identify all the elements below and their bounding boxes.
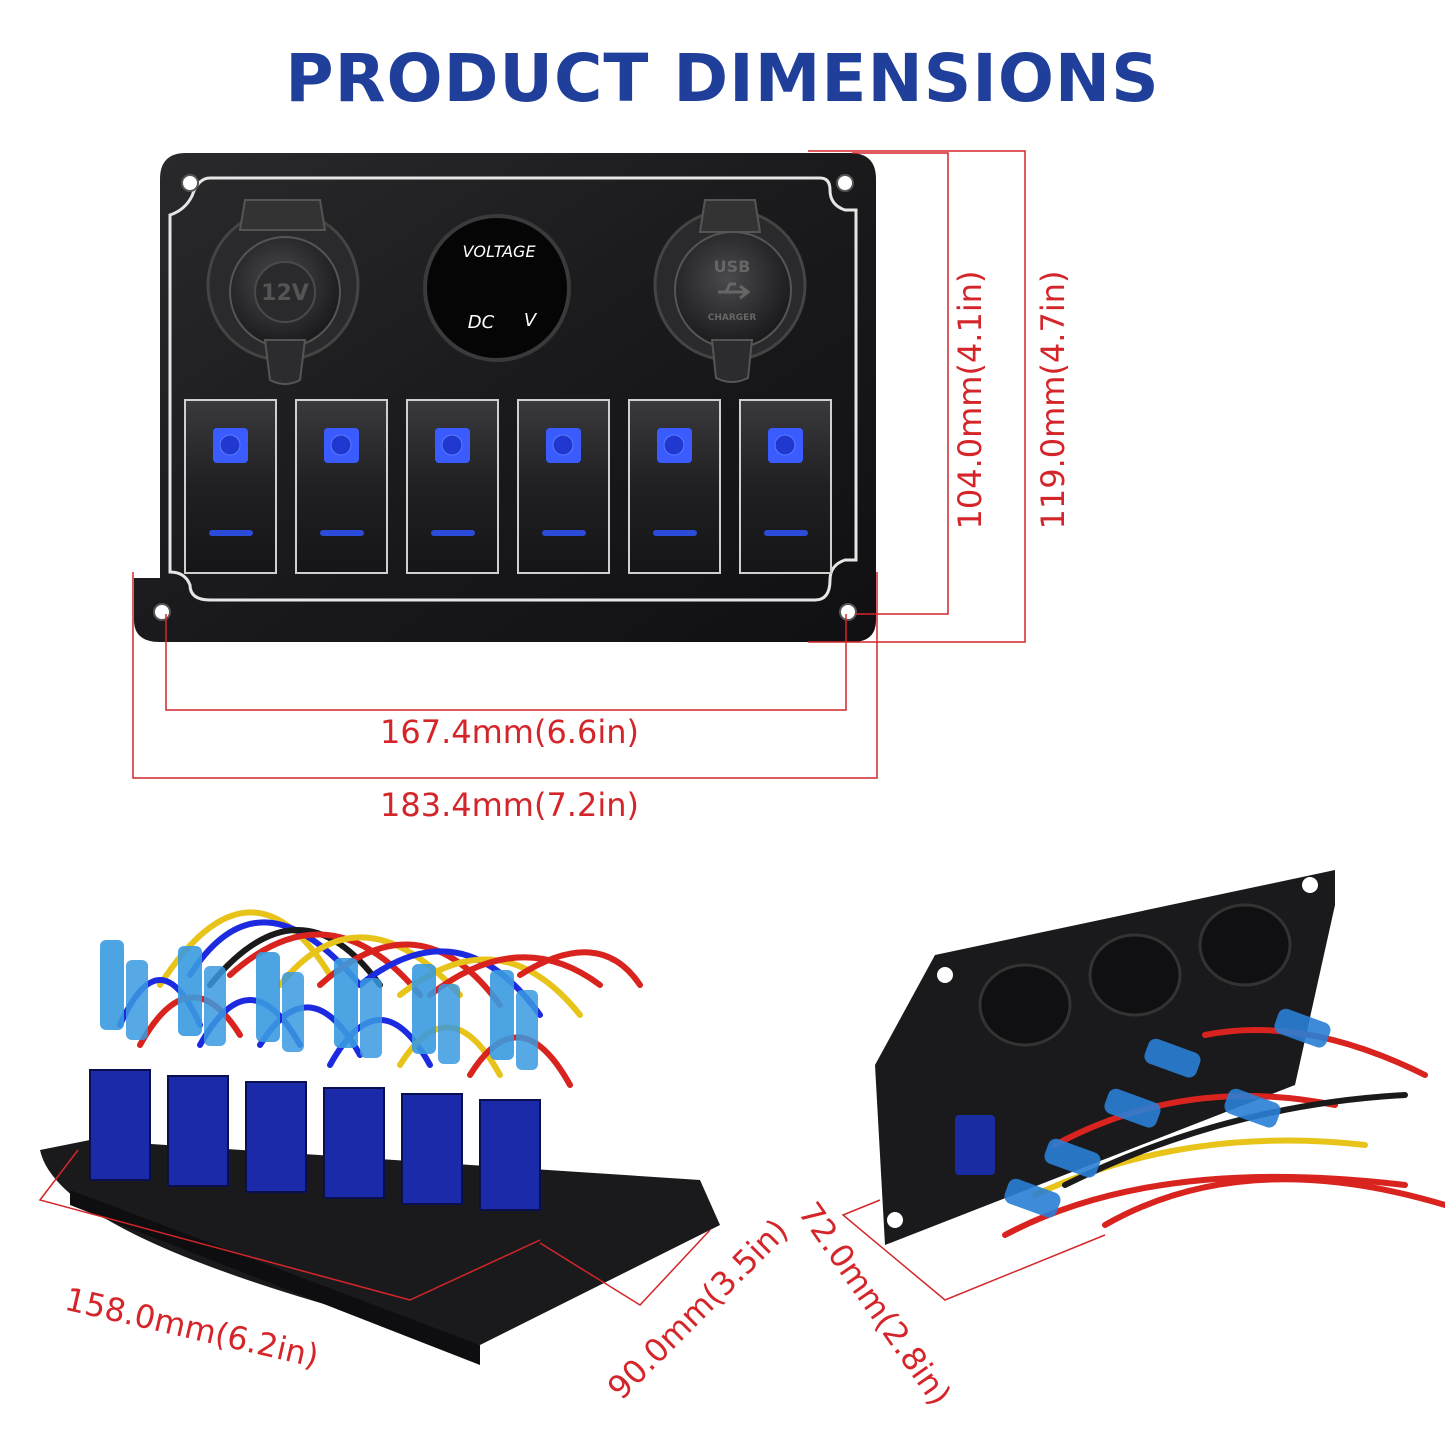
switch-body bbox=[167, 1075, 229, 1187]
rocker-switch bbox=[739, 399, 832, 574]
blue-terminal bbox=[256, 952, 280, 1042]
rocker-switch bbox=[295, 399, 388, 574]
panel-inner-border bbox=[168, 176, 858, 602]
switch-body bbox=[401, 1093, 463, 1205]
hole-height-label: 104.0mm(4.1in) bbox=[951, 270, 989, 530]
switch-body bbox=[245, 1081, 307, 1193]
rocker-switch bbox=[628, 399, 721, 574]
blue-terminal bbox=[334, 958, 358, 1048]
rocker-switch bbox=[406, 399, 499, 574]
voltmeter-display: VOLTAGE DC V bbox=[423, 214, 571, 362]
rocker-switch bbox=[184, 399, 277, 574]
usb-sub-label: CHARGER bbox=[708, 313, 757, 323]
switch-body bbox=[479, 1099, 541, 1211]
dimension-line-row-length bbox=[38, 1149, 541, 1301]
blue-terminal bbox=[126, 960, 148, 1040]
switch-indicator bbox=[542, 530, 586, 536]
total-height-label: 119.0mm(4.7in) bbox=[1034, 270, 1072, 530]
blue-terminal bbox=[360, 978, 382, 1058]
blue-terminal bbox=[516, 990, 538, 1070]
blue-terminal bbox=[204, 966, 226, 1046]
front-panel-diagram: 12V VOLTAGE DC V USB CHARGER bbox=[132, 150, 1026, 779]
dimension-line-side-depth bbox=[841, 1199, 1106, 1301]
cigarette-socket-icon: 12V bbox=[206, 199, 360, 385]
switch-indicator bbox=[209, 530, 253, 536]
blue-terminal bbox=[100, 940, 124, 1030]
switch-indicator bbox=[320, 530, 364, 536]
blue-terminal bbox=[412, 964, 436, 1054]
dimension-line-total-height bbox=[808, 150, 1026, 643]
usb-label: USB bbox=[714, 257, 751, 276]
voltmeter-title: VOLTAGE bbox=[462, 242, 536, 261]
back-view-diagram bbox=[38, 909, 720, 1365]
voltmeter-dc: DC bbox=[468, 312, 495, 333]
rocker-switch bbox=[517, 399, 610, 574]
switch-indicator bbox=[431, 530, 475, 536]
dimension-line-depth bbox=[539, 1229, 711, 1306]
page-title: PRODUCT DIMENSIONS bbox=[285, 40, 1160, 117]
rocker-switch-row bbox=[184, 399, 832, 574]
switch-indicator bbox=[653, 530, 697, 536]
dimension-line-hole-width bbox=[165, 614, 847, 711]
switch-body bbox=[89, 1069, 151, 1181]
dimension-line-total-width bbox=[132, 572, 878, 779]
socket-12v-label: 12V bbox=[261, 281, 309, 306]
hole-width-label: 167.4mm(6.6in) bbox=[380, 713, 639, 751]
blue-terminal bbox=[490, 970, 514, 1060]
voltmeter-v: V bbox=[524, 310, 538, 331]
switch-indicator bbox=[764, 530, 808, 536]
switch-body bbox=[323, 1087, 385, 1199]
blue-terminal bbox=[438, 984, 460, 1064]
dimension-line-hole-height bbox=[852, 152, 949, 615]
total-width-label: 183.4mm(7.2in) bbox=[380, 786, 639, 824]
usb-icon: USB CHARGER bbox=[653, 199, 807, 383]
blue-terminal bbox=[282, 972, 304, 1052]
side-view-diagram bbox=[841, 870, 1445, 1301]
blue-terminal bbox=[178, 946, 202, 1036]
